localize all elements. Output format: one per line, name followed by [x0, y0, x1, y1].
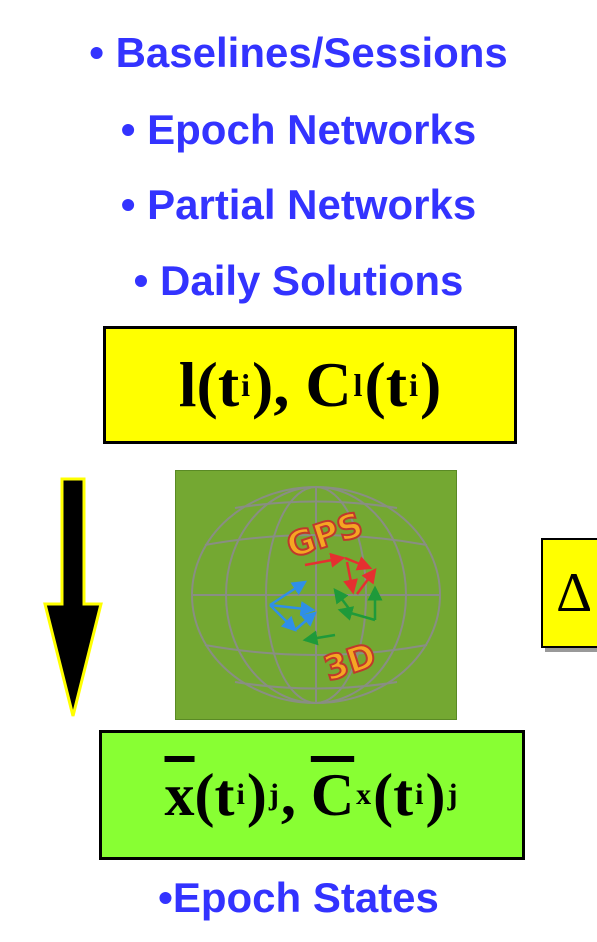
- formula-C-bar: C: [310, 761, 355, 828]
- formula-sub-j: j: [447, 778, 458, 811]
- formula-sub-i: i: [415, 778, 424, 811]
- delta-formula-box: ∆: [541, 538, 597, 648]
- formula-sub-j: j: [268, 778, 279, 811]
- bullet-daily-solutions: • Daily Solutions: [133, 257, 464, 304]
- formula-t: t: [385, 349, 408, 420]
- epoch-states-label: •Epoch States: [158, 874, 439, 921]
- formula-sub-i: i: [241, 366, 251, 403]
- formula-t: t: [214, 761, 235, 828]
- formula-sub-i: i: [236, 778, 245, 811]
- formula-t: t: [217, 349, 240, 420]
- delta-symbol: ∆: [557, 562, 592, 624]
- bullet-epoch-networks: • Epoch Networks: [120, 106, 477, 153]
- formula-x-bar: x: [164, 761, 195, 828]
- gps-3d-globe-image: GPS 3D: [175, 470, 457, 720]
- formula-l: l: [178, 349, 197, 420]
- formula-sub-i: i: [409, 366, 418, 403]
- bullet-baselines-sessions: • Baselines/Sessions: [89, 29, 508, 76]
- formula-sub-x: x: [356, 778, 372, 811]
- bullet-partial-networks: • Partial Networks: [120, 181, 477, 228]
- formula-sub-l: l: [353, 366, 363, 403]
- formula-C: C: [305, 349, 352, 420]
- down-arrow-icon: [43, 477, 103, 717]
- formula-t: t: [393, 761, 414, 828]
